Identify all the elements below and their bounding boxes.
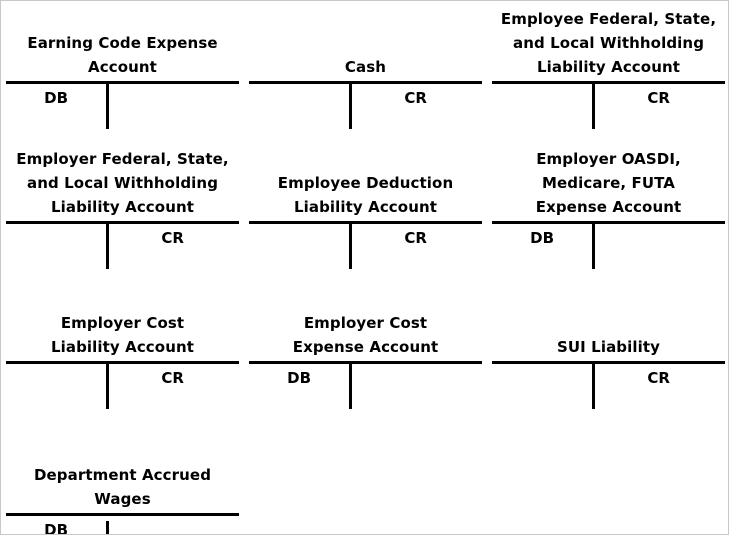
t-account-vertical-stem <box>106 84 110 129</box>
t-account-vertical-stem <box>592 224 596 269</box>
t-account-title-line: Account <box>88 58 157 76</box>
t-account-vertical-stem <box>106 224 110 269</box>
t-account-title-line: Employer Cost <box>60 314 185 332</box>
t-account-vertical-stem <box>349 364 353 409</box>
t-account-vertical-stem <box>106 364 110 409</box>
t-account-title-line: Expense Account <box>292 338 439 356</box>
t-account-employee-federal-state-local-withholding-liability-account: Employee Federal, State, and Local Withho… <box>492 1 725 141</box>
t-account-title-line: Cash <box>344 58 387 76</box>
t-account-title-cash: Cash <box>249 55 482 79</box>
t-account-title-line: Expense Account <box>535 198 682 216</box>
t-account-title-line: Employer OASDI, <box>536 150 681 168</box>
t-account-employer-oasdi-medicare-futa-expense-account: Employer OASDI, Medicare, FUTA Expense Acc… <box>492 141 725 281</box>
t-account-debit-label: DB <box>44 89 69 107</box>
t-account-vertical-stem <box>349 224 353 269</box>
t-account-cell-employer-federal-state-local-withholding-liability-account: Employer Federal, State, and Local Withho… <box>1 141 244 281</box>
t-account-vertical-stem <box>349 84 353 129</box>
t-account-credit-label: CR <box>161 369 184 387</box>
t-account-horizontal-rule <box>249 81 482 84</box>
t-account-debit-label: DB <box>44 521 69 535</box>
t-account-vertical-stem <box>592 364 596 409</box>
t-account-credit-label: CR <box>404 229 427 247</box>
t-account-title-line: Employer Federal, State, <box>16 150 229 168</box>
t-account-title-line: Employee Deduction <box>277 174 454 192</box>
t-account-horizontal-rule <box>492 81 725 84</box>
t-account-title-line: Employee Federal, State, <box>500 10 717 28</box>
t-account-horizontal-rule <box>6 221 239 224</box>
t-account-cell-employee-federal-state-local-withholding-liability-account: Employee Federal, State, and Local Withho… <box>487 1 728 141</box>
t-account-credit-label: CR <box>404 89 427 107</box>
t-account-horizontal-rule <box>6 81 239 84</box>
t-account-horizontal-rule <box>492 221 725 224</box>
t-account-debit-label: DB <box>530 229 555 247</box>
t-account-title-line: SUI Liability <box>556 338 661 356</box>
t-account-title-line: and Local Withholding <box>512 34 705 52</box>
t-account-title-line: Wages <box>94 490 151 508</box>
t-account-employer-federal-state-local-withholding-liability-account: Employer Federal, State, and Local Withho… <box>6 141 239 281</box>
t-account-title-employee-federal-state-local-withholding-liability-account: Employee Federal, State, and Local Withho… <box>492 7 725 79</box>
t-account-title-line: Department Accrued <box>33 466 212 484</box>
t-account-title-employer-federal-state-local-withholding-liability-account: Employer Federal, State, and Local Withho… <box>6 147 239 219</box>
t-account-horizontal-rule <box>249 221 482 224</box>
t-account-credit-label: CR <box>647 89 670 107</box>
t-account-title-line: Liability Account <box>50 198 195 216</box>
t-account-horizontal-rule <box>6 361 239 364</box>
t-account-vertical-stem <box>106 521 110 534</box>
t-account-horizontal-rule <box>492 361 725 364</box>
t-account-title-line: Liability Account <box>50 338 195 356</box>
empty-cell <box>244 421 487 534</box>
t-account-title-line: Liability Account <box>293 198 438 216</box>
t-account-vertical-stem <box>592 84 596 129</box>
t-account-title-line: Medicare, FUTA <box>542 174 675 192</box>
t-account-debit-label: DB <box>287 369 312 387</box>
t-account-title-sui-liability: SUI Liability <box>492 335 725 359</box>
t-account-title-line: and Local Withholding <box>26 174 219 192</box>
empty-cell <box>487 421 728 534</box>
t-account-horizontal-rule <box>6 513 239 516</box>
t-account-horizontal-rule <box>249 361 482 364</box>
t-account-title-employer-oasdi-medicare-futa-expense-account: Employer OASDI, Medicare, FUTA Expense Acc… <box>492 147 725 219</box>
t-account-title-line: Employer Cost <box>303 314 428 332</box>
t-account-credit-label: CR <box>161 229 184 247</box>
t-account-cell-employer-oasdi-medicare-futa-expense-account: Employer OASDI, Medicare, FUTA Expense Acc… <box>487 141 728 281</box>
t-account-title-line: Earning Code Expense <box>27 34 218 52</box>
t-account-title-line: Liability Account <box>536 58 681 76</box>
t-account-credit-label: CR <box>647 369 670 387</box>
